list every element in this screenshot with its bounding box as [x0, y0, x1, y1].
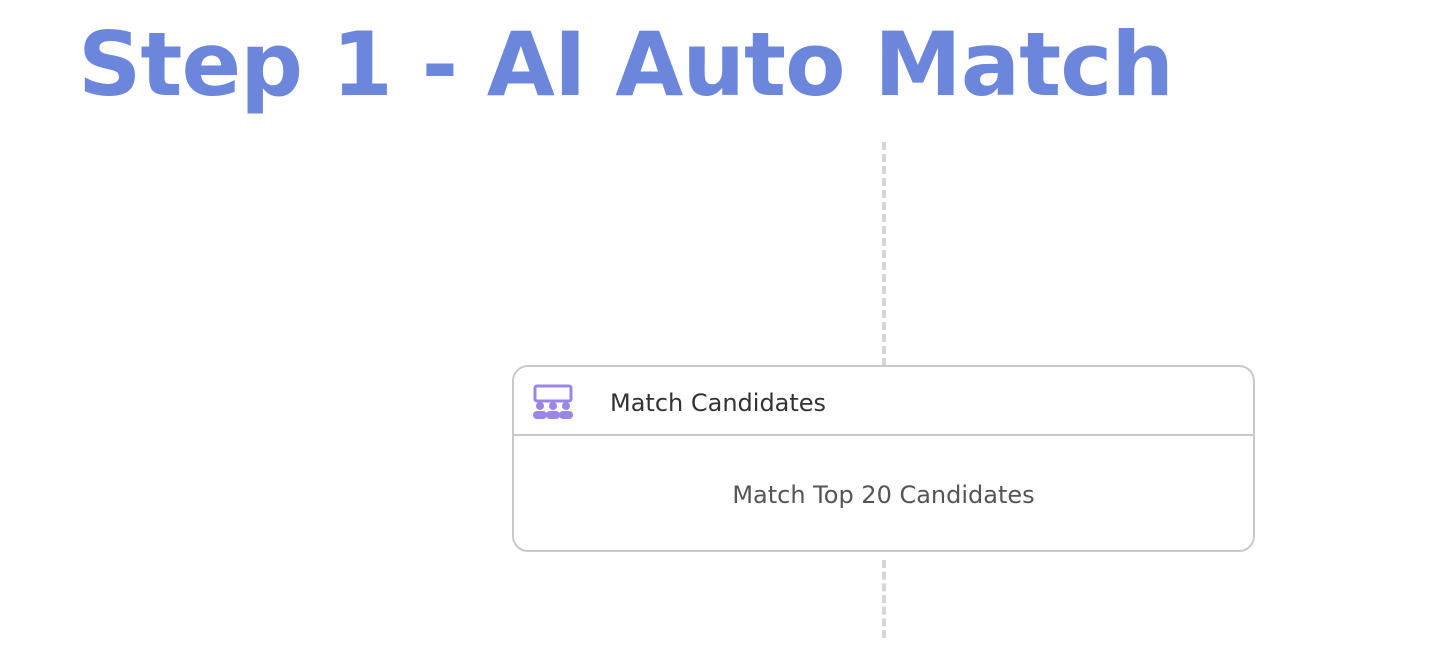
workflow-node-match-candidates[interactable]: Match Candidates Match Top 20 Candidates	[512, 365, 1255, 552]
page-title: Step 1 - AI Auto Match	[78, 13, 1174, 116]
icon-body-right	[559, 411, 573, 419]
node-title: Match Candidates	[610, 389, 827, 417]
node-body: Match Top 20 Candidates	[514, 438, 1253, 550]
icon-head-left	[536, 402, 544, 410]
candidates-group-icon-graphic	[533, 384, 573, 419]
icon-body-center	[546, 411, 560, 419]
connector-line-top	[882, 142, 886, 366]
icon-head-right	[562, 402, 570, 410]
icon-board	[533, 384, 573, 403]
candidates-group-icon	[532, 384, 574, 420]
node-header: Match Candidates	[514, 367, 1253, 436]
icon-body-left	[533, 411, 547, 419]
node-description: Match Top 20 Candidates	[732, 481, 1035, 509]
icon-head-center	[549, 402, 557, 410]
connector-line-bottom	[882, 560, 886, 638]
